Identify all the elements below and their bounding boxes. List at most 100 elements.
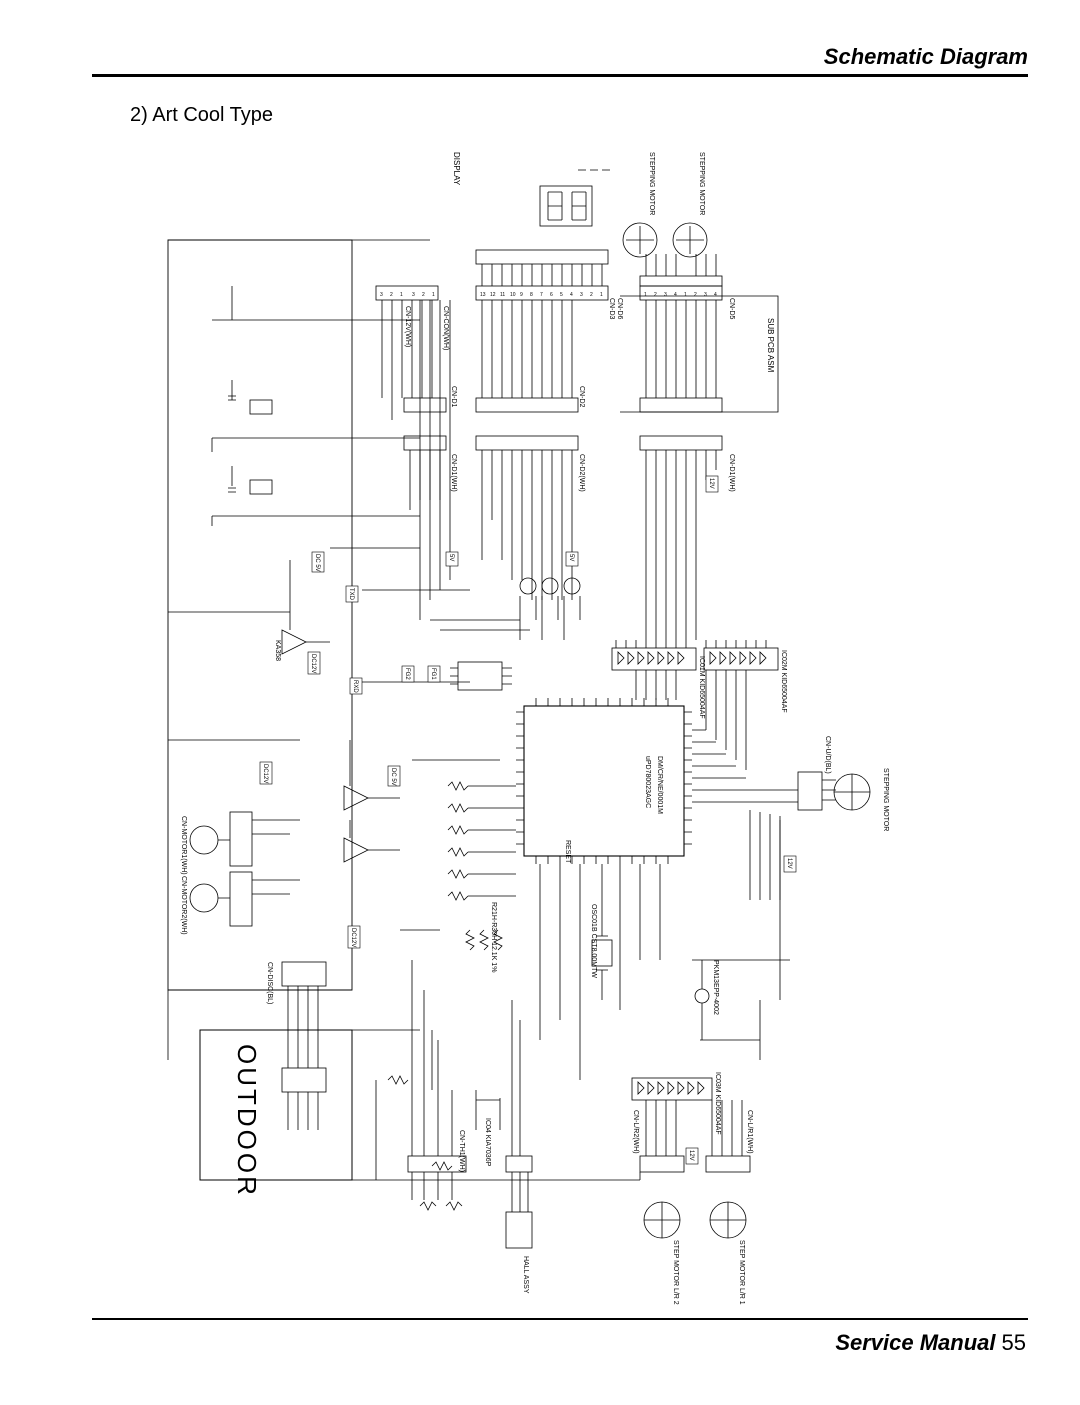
opamp-3 — [343, 837, 369, 863]
outdoor-terminal — [281, 1067, 327, 1093]
cn-d2-label: CN-D2 — [578, 386, 585, 407]
seven-seg-display — [539, 169, 610, 227]
section-title: 2) Art Cool Type — [130, 104, 274, 126]
cn-lr1-connector — [705, 1155, 751, 1173]
svg-text:4: 4 — [714, 292, 717, 298]
cn-ud-label: CN-U/D(BL) — [824, 736, 831, 774]
driver-ic-1-label: IC01M KID65004AF — [698, 656, 705, 719]
svg-text:1: 1 — [644, 292, 647, 298]
main-mcu — [523, 705, 685, 857]
hall-label: HALL ASSY — [522, 1256, 529, 1294]
opamp-2 — [343, 785, 369, 811]
footer-rule — [92, 1318, 1028, 1320]
buzzer — [694, 988, 710, 1004]
sub-pcb-label: SUB PCB ASM — [766, 318, 775, 373]
outdoor-label: OUTDOOR — [232, 1044, 262, 1198]
tag-rxd: RXD — [352, 680, 358, 693]
sub-pcb-outline — [620, 295, 779, 413]
cn-12v-label: CN-12V(WH) — [404, 306, 411, 347]
driver-ic-2 — [703, 647, 779, 671]
tag-txd: TXD — [348, 588, 354, 601]
hall-sensor — [505, 1211, 533, 1249]
regulator-2 — [249, 479, 273, 495]
svg-text:9: 9 — [520, 292, 523, 298]
cn-d1-label: CN-D1 — [450, 386, 457, 407]
svg-text:4: 4 — [570, 292, 573, 298]
buzzer-label: PKM13EPP-4002 — [712, 960, 719, 1015]
cn-th-label: CN-TH1(WH) — [458, 1130, 465, 1172]
svg-text:3: 3 — [704, 292, 707, 298]
osc-label: OSC01B CST8.00MTW — [590, 904, 597, 978]
svg-text:1: 1 — [432, 292, 435, 298]
signal-tags: 12V DC 5V TXD RXD FG2 FG1 5V 5V DC12V DC… — [259, 475, 797, 1165]
main-board-outline — [167, 239, 353, 991]
outdoor-box — [199, 1029, 353, 1181]
hall-connector — [505, 1155, 533, 1173]
ic04-label: IC04 KIA7036P — [484, 1118, 491, 1167]
svg-text:4: 4 — [674, 292, 677, 298]
page-header-title: Schematic Diagram — [823, 44, 1028, 69]
footer-manual-title: Service Manual — [835, 1330, 996, 1355]
resistor-networks — [387, 781, 516, 1171]
cn-con-label: CN-CON(WH) — [442, 306, 449, 350]
svg-text:3: 3 — [580, 292, 583, 298]
tag-dc12v-3: DC12V — [350, 928, 356, 947]
tag-12v-2: 12V — [786, 858, 792, 869]
svg-text:3: 3 — [380, 292, 383, 298]
tag-5v-1: 5V — [448, 554, 454, 561]
driver-ic-3 — [631, 1077, 713, 1101]
driver-ic-2-label: IC02M KID65004AF — [780, 650, 787, 713]
mcu-pins — [516, 698, 692, 864]
tag-fg2: FG2 — [404, 668, 410, 680]
stepping-motor-top — [622, 222, 717, 276]
header-rule — [92, 74, 1028, 77]
svg-text:3: 3 — [412, 292, 415, 298]
ka358-label: KA358 — [274, 640, 281, 661]
svg-text:2: 2 — [390, 292, 393, 298]
cn-motor1-label: CN-MOTOR1(WH) — [180, 816, 187, 875]
tag-dc5v-1: DC 5V — [314, 554, 320, 572]
cn-motor2 — [229, 871, 253, 927]
cn-d6-label: CN-D6 — [616, 298, 623, 319]
svg-text:1: 1 — [400, 292, 403, 298]
thermistor-2 — [445, 1201, 463, 1211]
svg-text:7: 7 — [540, 292, 543, 298]
fan-motor-2 — [189, 883, 219, 913]
board-wire-top — [167, 239, 430, 1060]
svg-text:5: 5 — [560, 292, 563, 298]
cn-d1-wh2-label: CN-D1(WH) — [728, 454, 735, 492]
driver-ic-3-label: IC03M KID65004AF — [714, 1072, 721, 1135]
cn-motor2-label: CN-MOTOR2(WH) — [180, 876, 187, 935]
rnet-label: R21H-R30H 12.1K 1% — [490, 902, 497, 972]
cn-motor1 — [229, 811, 253, 867]
svg-text:1: 1 — [684, 292, 687, 298]
svg-text:3: 3 — [664, 292, 667, 298]
footer-page-number: 55 — [1001, 1330, 1026, 1355]
cn-d3-label: CN-D3 — [608, 298, 615, 319]
reset-label: RESET — [564, 840, 571, 864]
tag-12v-1: 12V — [708, 478, 714, 489]
tag-dc12v-1: DC12V — [310, 654, 316, 673]
cn-th-connector — [407, 1155, 467, 1173]
connector-strips-top — [375, 249, 723, 451]
driver-ic-triangles — [617, 651, 767, 1095]
regulator-1 — [249, 399, 273, 415]
svg-text:11: 11 — [500, 292, 505, 298]
tag-fg1: FG1 — [430, 668, 436, 680]
cn-lr1-label: CN-L/R1(WH) — [746, 1110, 753, 1154]
cn-lr2-connector — [639, 1155, 685, 1173]
cn-ud-connector — [797, 771, 823, 811]
main-ic-label: uPD780023AGC — [644, 756, 651, 808]
cn-lr2-label: CN-L/R2(WH) — [632, 1110, 639, 1154]
main-ic-alt-label: DM/CR/NE/0001M — [656, 756, 663, 814]
opamp-1 — [281, 629, 307, 655]
display-label: DISPLAY — [452, 152, 461, 186]
thermistor-1 — [419, 1201, 437, 1211]
svg-text:2: 2 — [694, 292, 697, 298]
step-motor-lr2-label: STEP MOTOR L/R 2 — [672, 1240, 679, 1305]
svg-text:13: 13 — [480, 292, 486, 298]
step-motor-lr1-label: STEP MOTOR L/R 1 — [738, 1240, 745, 1305]
svg-text:2: 2 — [422, 292, 425, 298]
